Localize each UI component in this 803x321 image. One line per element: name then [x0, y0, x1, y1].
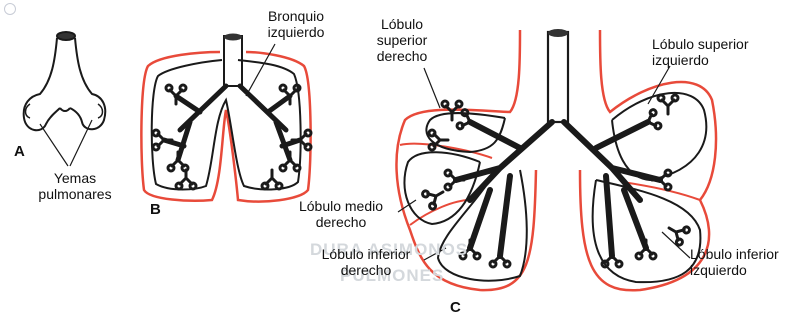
- watermark-icon: [5, 4, 16, 15]
- label-lobulo-inferior-derecho: Lóbulo inferior derecho: [306, 246, 426, 278]
- panel-letter-a: A: [14, 144, 25, 160]
- label-lobulo-superior-izquierdo: Lóbulo superior izquierdo: [652, 36, 749, 68]
- label-bronquio-izquierdo: Bronquio izquierdo: [246, 8, 346, 40]
- label-lobulo-inferior-izquierdo: Lóbulo inferior izquierdo: [690, 246, 779, 278]
- label-yemas-pulmonares: Yemas pulmonares: [30, 170, 120, 202]
- panel-letter-c: C: [450, 300, 461, 316]
- panel-b-bronchial-tree: [141, 34, 311, 202]
- label-lobulo-medio-derecho: Lóbulo medio derecho: [286, 198, 396, 230]
- label-lobulo-superior-derecho: Lóbulo superior derecho: [362, 16, 442, 64]
- panel-letter-b: B: [150, 202, 161, 218]
- panel-a-lung-buds: [24, 32, 106, 166]
